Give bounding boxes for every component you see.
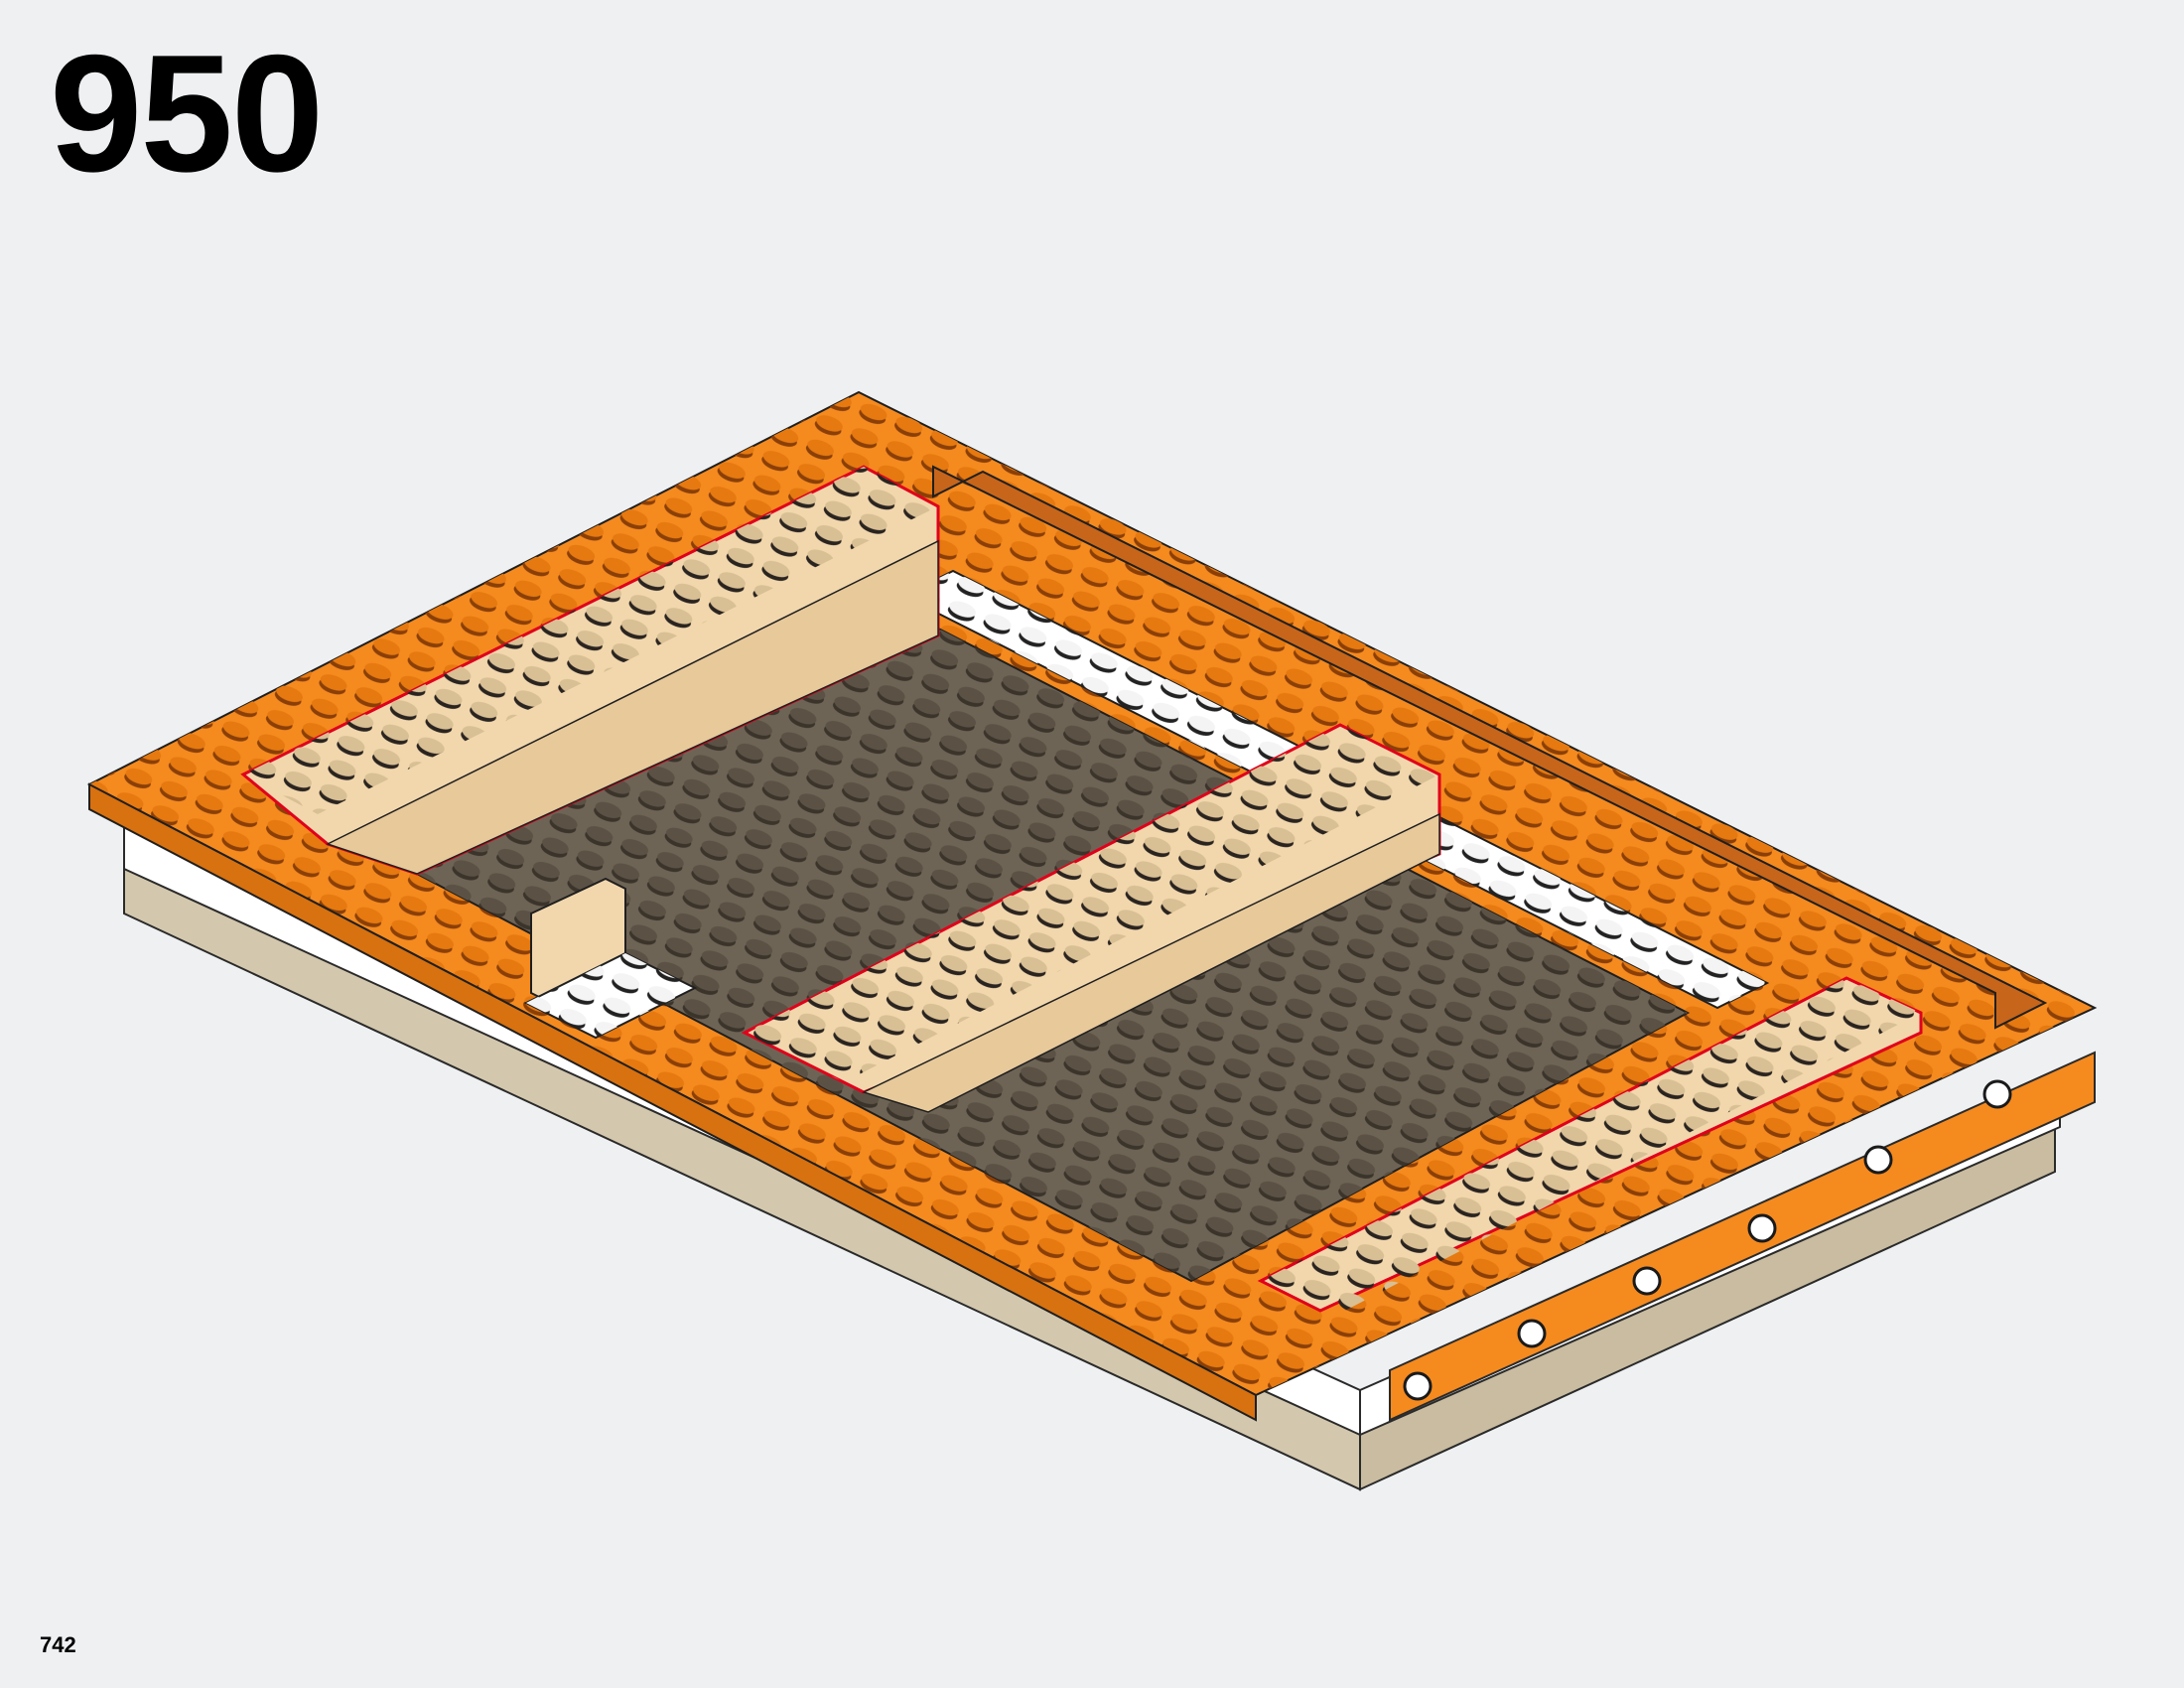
page-number: 742	[40, 1632, 76, 1657]
back-wall	[932, 465, 2048, 1030]
tan-wall-left	[240, 465, 940, 876]
technic-pin-holes	[1403, 1079, 2012, 1401]
tan-wall-right	[1257, 976, 1923, 1316]
tan-wall-center	[741, 723, 1441, 1113]
step-number: 950	[50, 20, 324, 207]
